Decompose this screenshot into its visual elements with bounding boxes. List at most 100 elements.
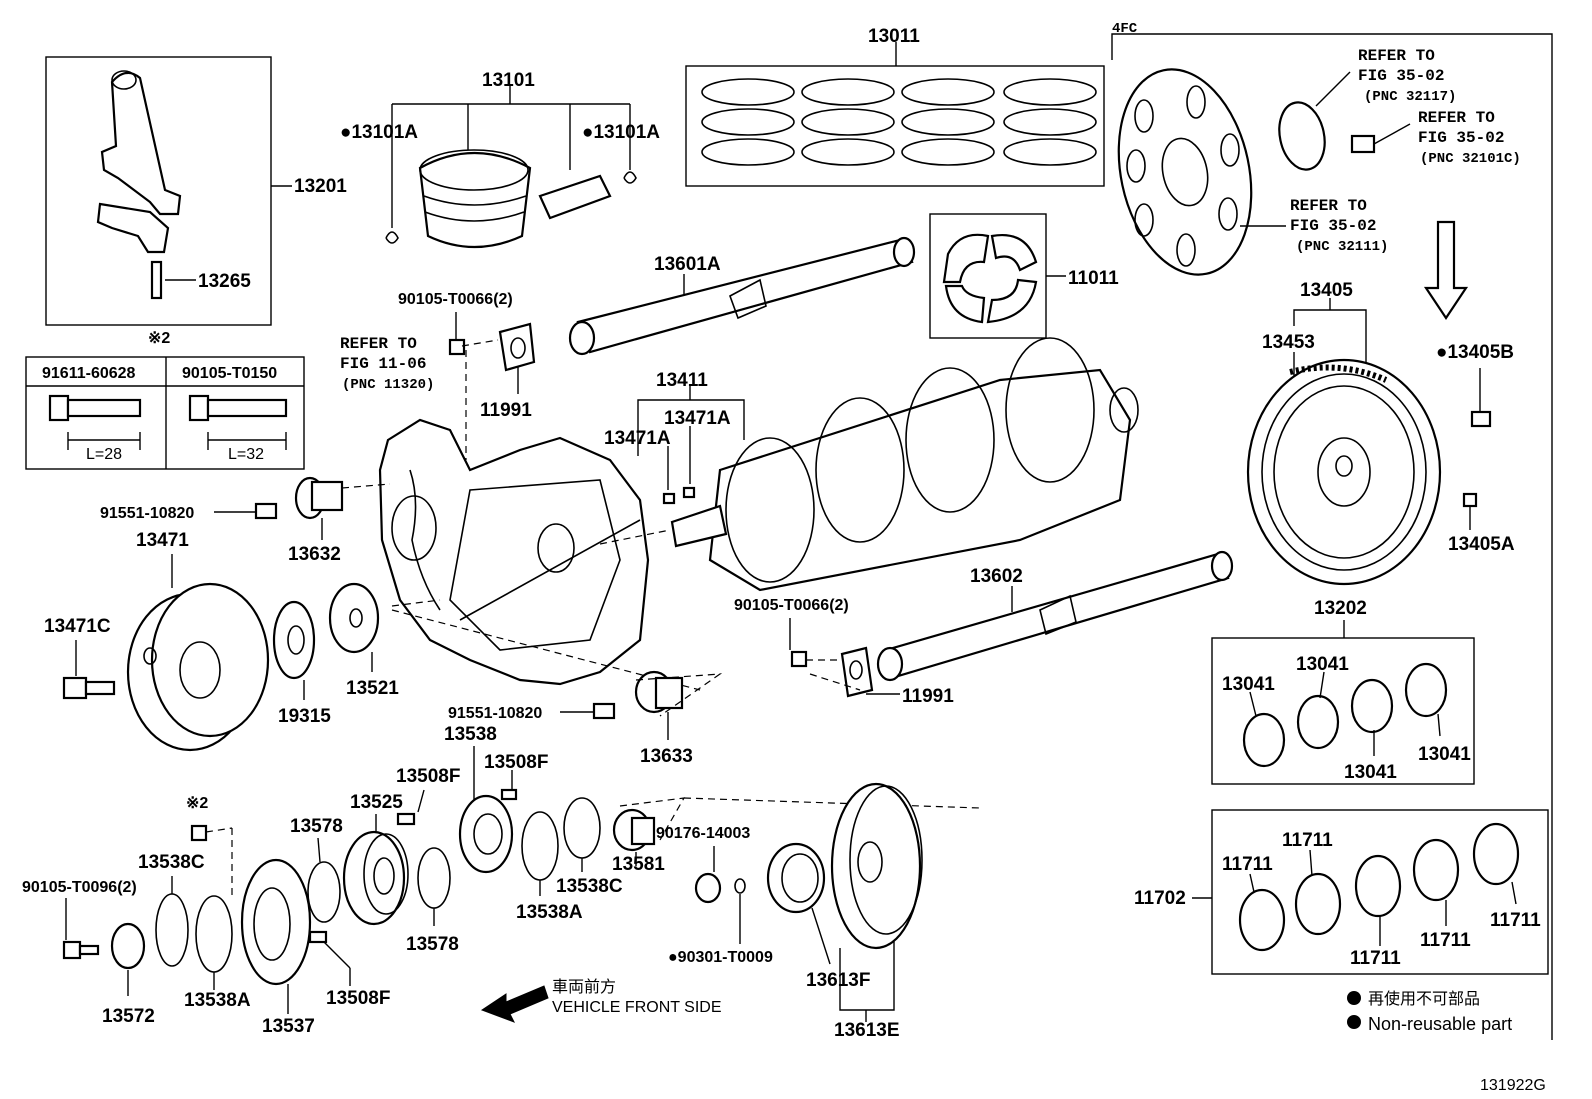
legend-jp: 再使用不可部品	[1368, 990, 1480, 1008]
timing-cover-block	[378, 418, 650, 686]
seal-11991-top	[498, 322, 536, 372]
label-13471a-left: 13471A	[604, 428, 671, 449]
label-13101: 13101	[482, 70, 535, 91]
bolt-head-2	[188, 394, 210, 422]
seal-top-group	[448, 312, 536, 460]
label-13613e: 13613E	[834, 1020, 900, 1041]
bolt-90105-t0096	[62, 940, 82, 960]
direction-arrow	[1423, 220, 1469, 320]
plate-13538	[458, 794, 514, 874]
crankshaft-group	[599, 337, 1139, 592]
bearing-11711-b	[1294, 872, 1342, 936]
refer-32117-line2: FIG 35-02	[1358, 67, 1444, 85]
label-13041-c: 13041	[1344, 762, 1397, 783]
bearing-13041-c	[1350, 678, 1394, 734]
label-13537: 13537	[262, 1016, 315, 1037]
timing-chain-cover	[378, 418, 650, 686]
label-11011: 11011	[1068, 268, 1119, 289]
bolt-13405b	[1470, 410, 1492, 428]
crank-pulley-group	[62, 554, 270, 752]
pin-13508f-c	[308, 930, 328, 944]
label-13265: 13265	[198, 271, 251, 292]
label-13411: 13411	[656, 370, 708, 391]
flexplate-group	[1111, 33, 1553, 1040]
table-length-1: L=28	[86, 446, 122, 463]
bolt-91551-mid	[592, 702, 616, 720]
label-13202: 13202	[1314, 598, 1367, 619]
balance-shaft-13602	[884, 552, 1230, 678]
label-90301: ●90301-T0009	[668, 949, 773, 966]
note-2-low: ※2	[186, 795, 208, 812]
label-13508f-b: 13508F	[484, 752, 548, 773]
bearing-box-11702	[1192, 809, 1549, 975]
bolt-note2-low	[190, 824, 208, 842]
front-label-jp: 車両前方	[552, 978, 616, 996]
label-13613f: 13613F	[806, 970, 870, 991]
ring-13538a-left	[195, 895, 233, 973]
label-13601a: 13601A	[654, 254, 721, 275]
label-13632: 13632	[288, 544, 341, 565]
bearing-box-13202	[1211, 620, 1475, 785]
label-13538a-right: 13538A	[516, 902, 583, 923]
label-91551-mid: 91551-10820	[448, 705, 542, 722]
label-13525: 13525	[350, 792, 403, 813]
label-13101a-right: ●13101A	[582, 122, 660, 143]
crank-nose	[670, 504, 728, 548]
label-13405: 13405	[1300, 280, 1353, 301]
bearing-13041-b	[1296, 694, 1340, 750]
refer-32111-line1: REFER TO	[1290, 197, 1367, 215]
label-13572: 13572	[102, 1006, 155, 1027]
timing-gears-left	[272, 582, 701, 700]
label-13471: 13471	[136, 530, 189, 551]
refer-32111-line2: FIG 35-02	[1290, 217, 1376, 235]
lower-left-parts	[62, 824, 351, 1014]
bolt-13471c	[62, 676, 88, 700]
crank-gear-group	[214, 476, 391, 540]
table-length-2: L=32	[228, 446, 264, 463]
label-13581: 13581	[612, 854, 665, 875]
bullet-icon-1	[1347, 991, 1361, 1005]
bullet-icon-2	[1347, 1015, 1361, 1029]
label-11711-d: 11711	[1420, 930, 1471, 951]
ring-13538c-right	[563, 797, 601, 859]
legend	[1347, 991, 1361, 1029]
bolt-table	[25, 356, 305, 470]
label-13508f-c: 13508F	[326, 988, 390, 1009]
sprocket-13613e	[830, 782, 922, 950]
bearing-11711-c	[1354, 854, 1402, 918]
label-11711-e: 11711	[1490, 910, 1541, 931]
label-13101a-left: ●13101A	[340, 122, 418, 143]
label-13538a-left: 13538A	[184, 990, 251, 1011]
label-13602: 13602	[970, 566, 1023, 587]
piston-pin-part	[538, 174, 612, 220]
seal-13613f	[766, 842, 826, 914]
label-13471c: 13471C	[44, 616, 111, 637]
spacer-plate-part	[1278, 101, 1326, 171]
label-13405b: ●13405B	[1436, 342, 1514, 363]
rod-bolt-part	[150, 260, 163, 300]
label-13578-b: 13578	[406, 934, 459, 955]
refer-11-06-line3: (PNC 11320)	[342, 377, 434, 393]
bolt-shank-1	[66, 398, 142, 418]
label-13633: 13633	[640, 746, 693, 767]
bearing-11711-e	[1472, 822, 1520, 886]
piston-part	[418, 152, 532, 249]
pin-13405a	[1462, 492, 1478, 508]
cam-gear-group	[307, 789, 451, 926]
label-19315: 19315	[278, 706, 331, 727]
label-11711-c: 11711	[1350, 948, 1401, 969]
bolt-head-1	[48, 394, 70, 422]
table-header-2: 90105-T0150	[182, 365, 277, 382]
refer-11-06-line1: REFER TO	[340, 335, 417, 353]
label-4fc: 4FC	[1112, 21, 1138, 37]
drive-plate-13405	[1246, 358, 1442, 586]
seal-mid-group	[789, 618, 900, 698]
label-90105-t0066-mid: 90105-T0066(2)	[734, 597, 849, 614]
bolt-90105-top	[448, 338, 466, 356]
balance-shaft-lower	[876, 550, 1234, 682]
balance-shaft-upper	[568, 236, 916, 356]
bearing-13041-a	[1242, 712, 1286, 768]
refer-32101c-line3: (PNC 32101C)	[1420, 151, 1521, 167]
table-header-1: 91611-60628	[42, 365, 136, 382]
